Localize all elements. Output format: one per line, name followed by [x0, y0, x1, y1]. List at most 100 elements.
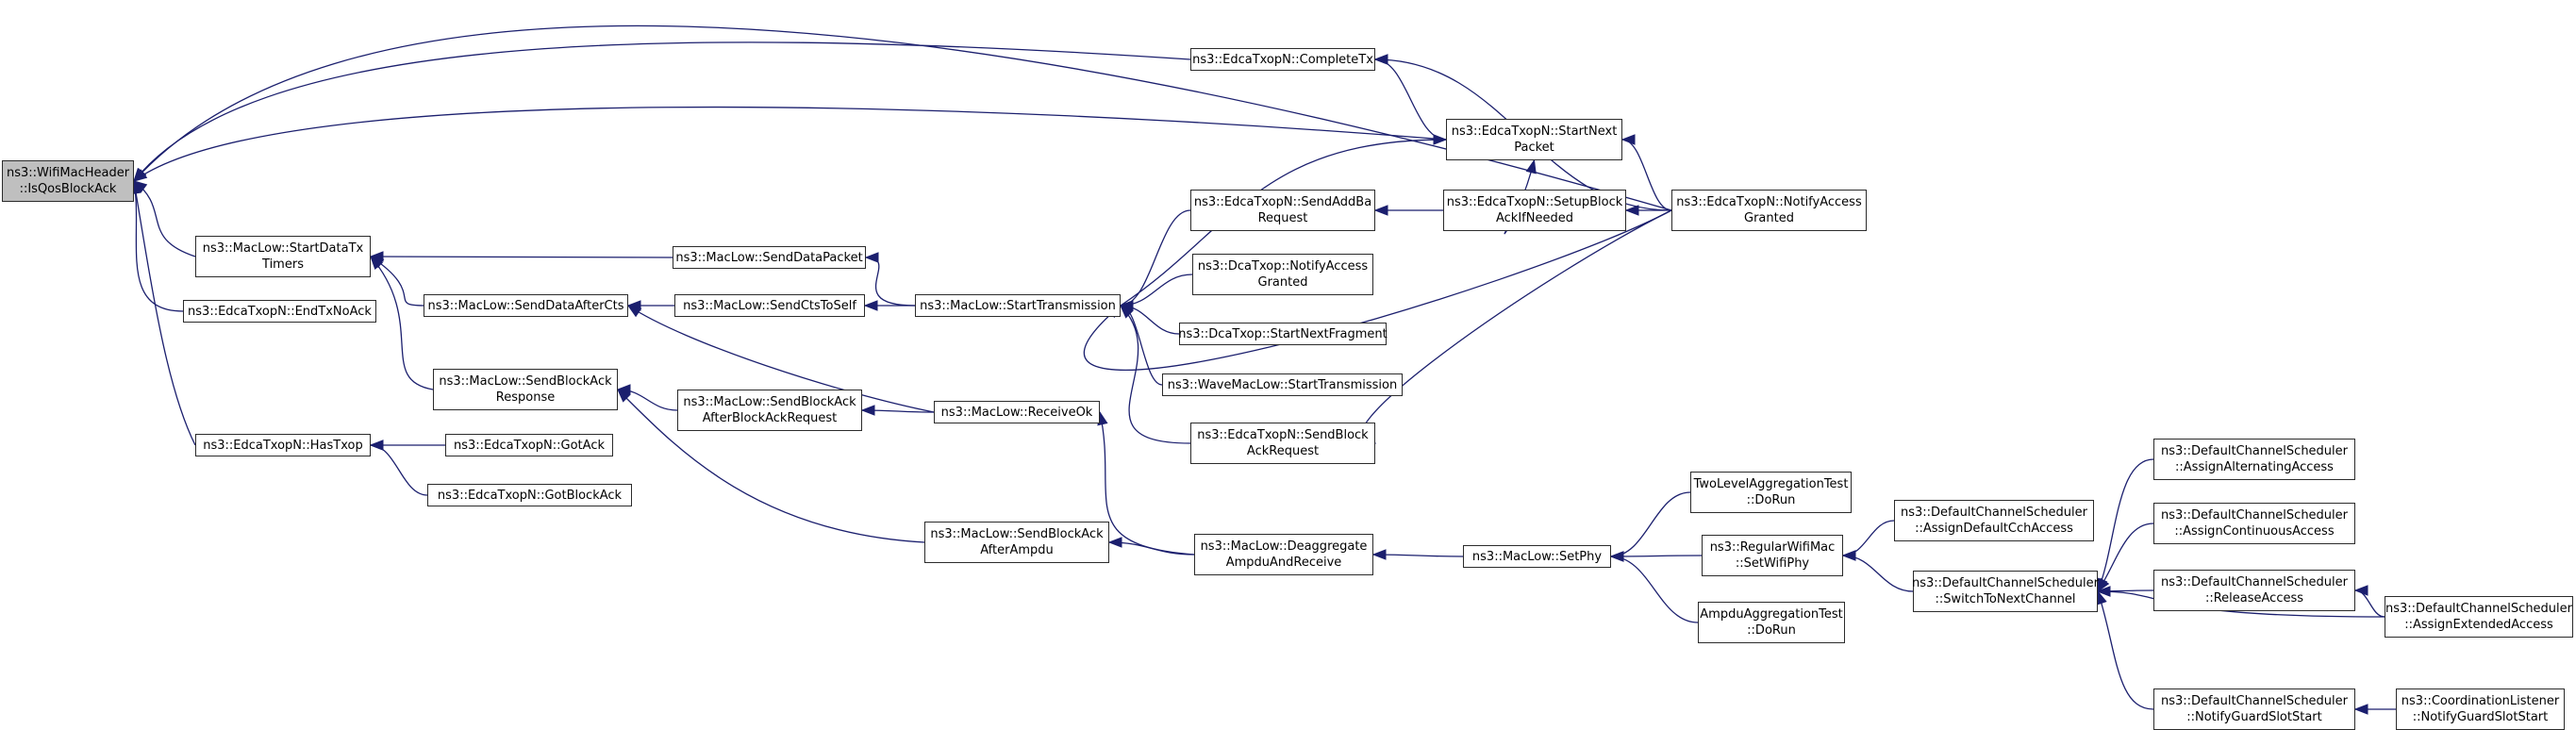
node-receiveok[interactable]: ns3::MacLow::ReceiveOk	[934, 401, 1100, 423]
edge-completetx-to-isqos	[133, 41, 1191, 182]
node-label-line: ns3::DefaultChannelScheduler	[1901, 506, 2087, 520]
node-label-line: ::ReleaseAccess	[2204, 591, 2304, 606]
node-label-line: ns3::EdcaTxopN::HasTxop	[203, 438, 363, 453]
node-label-line: ns3::MacLow::SendCtsToSelf	[683, 298, 856, 313]
edge-startdatatx-to-isqos	[133, 180, 196, 257]
edge-hastxop-to-isqos	[133, 180, 196, 446]
node-label-line: ns3::MacLow::SendBlockAck	[439, 374, 612, 389]
node-label-line: ns3::DcaTxop::NotifyAccess	[1197, 259, 1369, 274]
node-assigncontinuous[interactable]: ns3::DefaultChannelScheduler::AssignCont…	[2153, 503, 2355, 544]
node-label-line: ns3::EdcaTxopN::SendAddBa	[1193, 195, 1372, 209]
node-senddataaftercts[interactable]: ns3::MacLow::SendDataAfterCts	[424, 294, 628, 317]
node-label-line: ::AssignExtendedAccess	[2404, 618, 2553, 632]
node-dcastartfrag[interactable]: ns3::DcaTxop::StartNextFragment	[1178, 323, 1388, 345]
edge-sendblockackreq-to-starttransmission	[1120, 305, 1191, 444]
node-label-line: AmpduAndReceive	[1225, 556, 1342, 570]
node-label-line: ns3::MacLow::StartDataTx	[202, 241, 364, 256]
edge-starttransmission-to-senddatapacket	[865, 257, 916, 307]
arrowhead-icon	[2353, 704, 2368, 715]
arrowhead-icon	[370, 255, 384, 270]
node-switchtonext[interactable]: ns3::DefaultChannelScheduler::SwitchToNe…	[1912, 571, 2099, 612]
node-assigndefaultcch[interactable]: ns3::DefaultChannelScheduler::AssignDefa…	[1894, 500, 2094, 541]
node-label-line: ::SetWifiPhy	[1735, 556, 1810, 571]
node-gotblockack[interactable]: ns3::EdcaTxopN::GotBlockAck	[427, 484, 632, 506]
node-label-line: AckIfNeeded	[1496, 211, 1573, 225]
node-label-line: ns3::EdcaTxopN::CompleteTx	[1192, 52, 1373, 67]
node-wavestart[interactable]: ns3::WaveMacLow::StartTransmission	[1162, 373, 1403, 396]
node-label-line: Timers	[262, 257, 304, 272]
node-label-line: TwoLevelAggregationTest	[1693, 477, 1849, 491]
node-senddatapacket[interactable]: ns3::MacLow::SendDataPacket	[673, 246, 866, 269]
node-coordlistener[interactable]: ns3::CoordinationListener::NotifyGuardSl…	[2396, 689, 2565, 730]
arrowhead-icon	[1373, 205, 1388, 216]
node-label-line: ns3::EdcaTxopN::NotifyAccess	[1676, 195, 1862, 209]
node-assignalternating[interactable]: ns3::DefaultChannelScheduler::AssignAlte…	[2153, 439, 2355, 480]
node-assignextended[interactable]: ns3::DefaultChannelScheduler::AssignExte…	[2385, 596, 2573, 638]
node-isqos: ns3::WifiMacHeader::IsQosBlockAck	[2, 160, 134, 202]
arrowhead-icon	[860, 405, 875, 416]
node-label-line: Request	[1257, 211, 1308, 225]
node-label-line: ns3::MacLow::ReceiveOk	[940, 405, 1093, 420]
arrowhead-icon	[1841, 550, 1856, 561]
node-label-line: ns3::EdcaTxopN::EndTxNoAck	[188, 304, 372, 319]
node-label-line: AfterAmpdu	[980, 543, 1054, 557]
node-label-line: ns3::DefaultChannelScheduler	[2161, 575, 2348, 589]
node-label-line: ns3::WifiMacHeader	[6, 166, 130, 180]
edge-switchtonext-to-regularwifimac	[1842, 555, 1914, 592]
arrowhead-icon	[863, 300, 878, 311]
node-label-line: Granted	[1257, 275, 1308, 290]
node-label-line: ::AssignAlternatingAccess	[2175, 460, 2334, 474]
node-label-line: ns3::DefaultChannelScheduler	[2161, 694, 2348, 708]
node-completetx[interactable]: ns3::EdcaTxopN::CompleteTx	[1190, 48, 1375, 71]
node-label-line: ns3::CoordinationListener	[2401, 694, 2560, 708]
node-starttransmission[interactable]: ns3::MacLow::StartTransmission	[915, 294, 1121, 317]
arrowhead-icon	[617, 389, 631, 403]
node-label-line: ns3::DcaTxop::StartNextFragment	[1178, 326, 1388, 341]
edge-assignextended-to-releaseaccess	[2354, 589, 2385, 618]
node-label-line: ns3::DefaultChannelScheduler	[1912, 576, 2099, 590]
node-label-line: ns3::DefaultChannelScheduler	[2161, 508, 2348, 523]
arrowhead-icon	[1373, 54, 1388, 65]
edge-gotblockack-to-hastxop	[370, 444, 428, 496]
arrowhead-icon	[1107, 537, 1122, 548]
node-label-line: ::DoRun	[1746, 493, 1796, 507]
node-hastxop[interactable]: ns3::EdcaTxopN::HasTxop	[195, 434, 371, 456]
edge-receiveok-to-senddataaftercts	[627, 305, 935, 413]
arrowhead-icon	[2353, 585, 2368, 596]
node-sendctstoself[interactable]: ns3::MacLow::SendCtsToSelf	[674, 294, 865, 317]
node-twolevel[interactable]: TwoLevelAggregationTest::DoRun	[1690, 472, 1852, 513]
node-regularwifimac[interactable]: ns3::RegularWifiMac::SetWifiPhy	[1702, 535, 1843, 576]
node-label-line: ns3::DefaultChannelScheduler	[2161, 444, 2348, 458]
node-label-line: ::NotifyGuardSlotStart	[2412, 710, 2549, 724]
edge-notifyguard-to-switchtonext	[2097, 590, 2154, 710]
node-label-line: Packet	[1514, 141, 1554, 155]
node-gotack[interactable]: ns3::EdcaTxopN::GotAck	[445, 434, 613, 456]
node-ampduagg[interactable]: AmpduAggregationTest::DoRun	[1698, 602, 1845, 643]
node-label-line: ns3::MacLow::Deaggregate	[1200, 539, 1368, 554]
node-releaseaccess[interactable]: ns3::DefaultChannelScheduler::ReleaseAcc…	[2153, 570, 2355, 611]
arrowhead-icon	[626, 305, 642, 318]
edge-notifyaccess-to-sendblockackreq	[1360, 209, 1672, 444]
node-setphy[interactable]: ns3::MacLow::SetPhy	[1463, 545, 1611, 568]
node-endtxnoack[interactable]: ns3::EdcaTxopN::EndTxNoAck	[183, 300, 376, 323]
arrowhead-icon	[864, 252, 879, 263]
node-label-line: ns3::DefaultChannelScheduler	[2385, 602, 2572, 616]
node-label-line: ns3::MacLow::SendBlockAck	[683, 395, 856, 409]
node-label-line: ns3::WaveMacLow::StartTransmission	[1167, 377, 1398, 392]
edge-notifyaccess-to-startnext	[1621, 139, 1672, 211]
node-label-line: ::SwitchToNextChannel	[1935, 592, 2076, 606]
node-notifyguard[interactable]: ns3::DefaultChannelScheduler::NotifyGuar…	[2153, 689, 2355, 730]
node-label-line: ns3::MacLow::SendBlockAck	[930, 527, 1104, 541]
